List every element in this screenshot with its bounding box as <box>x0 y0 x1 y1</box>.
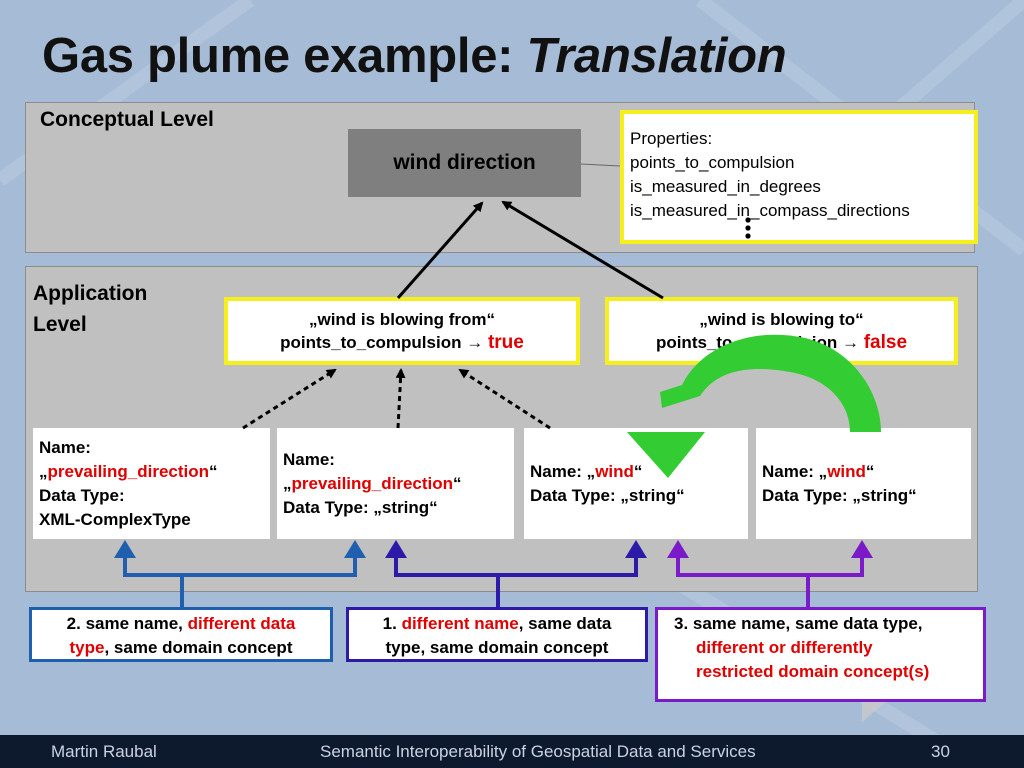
interpretation-property: points_to_compulsion → <box>655 333 864 352</box>
schema-name-label: Name: „ <box>762 462 828 481</box>
case-text: , same domain concept <box>104 638 293 657</box>
schema-type-label: Data Type: <box>39 486 125 505</box>
truth-value: true <box>487 332 524 353</box>
slide-footer: Martin Raubal Semantic Interoperability … <box>0 735 1024 768</box>
schema-box-3: Name: „wind“ Data Type: „string“ <box>524 428 748 539</box>
schema-name: wind <box>827 462 866 481</box>
interpretation-property: points_to_compulsion → <box>280 333 488 352</box>
quote-close: “ <box>633 462 643 481</box>
concept-wind-direction: wind direction <box>348 129 581 197</box>
case-highlight: different or differently <box>696 638 873 657</box>
quote-close: “ <box>209 462 218 481</box>
quote-close: “ <box>453 474 462 493</box>
quote-open: „ <box>283 474 292 493</box>
schema-box-4: Name: „wind“ Data Type: „string“ <box>756 428 971 539</box>
properties-heading: Properties: <box>630 129 713 148</box>
interpretation-blowing-from: „wind is blowing from“ points_to_compuls… <box>224 297 580 365</box>
application-level-label: Application Level <box>33 282 148 336</box>
property-item: is_measured_in_degrees <box>630 177 821 196</box>
interpretation-blowing-to: „wind is blowing to“ points_to_compulsio… <box>605 297 958 365</box>
case-highlight: type <box>69 638 105 657</box>
title-emphasis: Translation <box>526 29 787 83</box>
properties-box: Properties: points_to_compulsion is_meas… <box>620 110 978 244</box>
schema-type: Data Type: „string“ <box>283 498 438 517</box>
truth-value: false <box>863 332 908 353</box>
case-text: type, same domain concept <box>385 638 609 657</box>
case-3-box: 3. same name, same data type, different … <box>655 607 986 702</box>
footer-author: Martin Raubal <box>51 742 157 761</box>
footer-page-number: 30 <box>931 742 950 761</box>
schema-name-label: Name: <box>283 450 335 469</box>
schema-name: wind <box>595 462 634 481</box>
case-text: 2. same name, <box>66 614 188 633</box>
schema-box-2: Name: „prevailing_direction“ Data Type: … <box>277 428 514 539</box>
case-text: 3. same name, same data type, <box>674 614 923 633</box>
schema-name-label: Name: „ <box>530 462 596 481</box>
case-1-box: 1. different name, same data type, same … <box>346 607 648 662</box>
slide-title: Gas plume example: Translation <box>42 28 787 84</box>
interpretation-phrase: „wind is blowing to“ <box>699 310 864 329</box>
title-main: Gas plume example: <box>42 29 527 83</box>
property-item: is_measured_in_compass_directions <box>630 201 910 220</box>
case-highlight: restricted domain concept(s) <box>696 662 930 681</box>
case-highlight: different name <box>401 614 519 633</box>
conceptual-level-label: Conceptual Level <box>40 108 214 131</box>
interpretation-phrase: „wind is blowing from“ <box>308 310 496 329</box>
schema-name: prevailing_direction <box>291 474 454 493</box>
quote-open: „ <box>39 462 48 481</box>
case-text: 1. <box>382 614 402 633</box>
quote-close: “ <box>865 462 875 481</box>
schema-type: Data Type: „string“ <box>762 486 917 505</box>
schema-name: prevailing_direction <box>47 462 210 481</box>
case-2-box: 2. same name, different data type, same … <box>29 607 333 662</box>
case-text: , same data <box>518 614 612 633</box>
footer-course-title: Semantic Interoperability of Geospatial … <box>320 742 756 761</box>
property-item: points_to_compulsion <box>630 153 795 172</box>
schema-type: XML-ComplexType <box>39 510 191 529</box>
schema-type: Data Type: „string“ <box>530 486 685 505</box>
case-highlight: different data <box>187 614 296 633</box>
schema-box-1: Name: „prevailing_direction“ Data Type: … <box>33 428 270 539</box>
schema-name-label: Name: <box>39 438 91 457</box>
